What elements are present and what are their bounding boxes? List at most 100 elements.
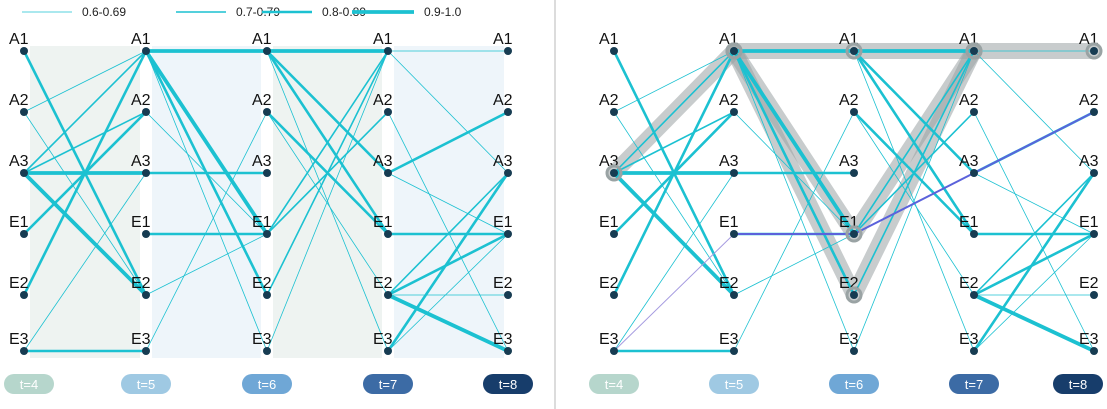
edge-t2-4-0 — [853, 50, 975, 296]
node-label-t2-1: A2 — [839, 92, 859, 109]
node-t2-4 — [850, 291, 858, 299]
node-t1-5 — [730, 347, 738, 355]
node-t4-4 — [504, 291, 512, 299]
node-t3-0 — [384, 47, 392, 55]
node-t4-2 — [504, 169, 512, 177]
node-t4-2 — [1090, 169, 1098, 177]
node-t2-3 — [850, 230, 858, 238]
node-t1-4 — [730, 291, 738, 299]
node-label-t3-5: E3 — [373, 331, 393, 348]
node-t1-5 — [142, 347, 150, 355]
edge-t1-0-5 — [145, 50, 268, 352]
node-label-t1-2: A3 — [131, 153, 151, 170]
node-label-t2-5: E3 — [839, 331, 859, 348]
edge-t0-2-1 — [23, 111, 147, 174]
node-t3-0 — [970, 47, 978, 55]
time-badge-label-4: t=8 — [1069, 377, 1087, 392]
node-label-t3-1: A2 — [959, 92, 979, 109]
node-t1-4 — [142, 291, 150, 299]
edge-t3-1-5 — [387, 111, 509, 352]
node-ring — [1085, 42, 1103, 60]
edge-t2-4-0 — [266, 50, 389, 296]
node-label-t3-2: A3 — [373, 153, 393, 170]
node-t0-3 — [610, 230, 618, 238]
node-ring — [725, 42, 743, 60]
node-t0-0 — [610, 47, 618, 55]
node-label-t4-1: A2 — [493, 92, 513, 109]
edge-t2-3-0 — [266, 50, 389, 235]
node-label-t0-4: E2 — [9, 275, 29, 292]
node-label-t0-5: E3 — [9, 331, 29, 348]
node-ring — [605, 164, 623, 182]
node-t3-2 — [384, 169, 392, 177]
edge-t0-2-4 — [612, 171, 736, 297]
legend-label-0: 0.6-0.69 — [82, 5, 126, 19]
legend-label-3: 0.9-1.0 — [424, 5, 462, 19]
edge-t3-4-3 — [386, 232, 510, 297]
node-label-t2-4: E2 — [252, 275, 272, 292]
path-purple-4 — [613, 233, 735, 352]
edge-t3-4-2 — [387, 172, 509, 296]
edge-t3-0-2 — [387, 50, 509, 174]
node-t1-0 — [142, 47, 150, 55]
node-t4-5 — [1090, 347, 1098, 355]
node-label-t0-1: A2 — [599, 92, 619, 109]
edges — [22, 49, 510, 353]
node-label-t2-3: E1 — [252, 214, 272, 231]
node-label-t4-3: E1 — [493, 214, 513, 231]
node-label-t1-5: E3 — [131, 331, 151, 348]
edge-t0-2-1 — [613, 111, 735, 174]
node-t3-5 — [384, 347, 392, 355]
node-label-t3-4: E2 — [373, 275, 393, 292]
node-label-t1-1: A2 — [719, 92, 739, 109]
edge-t1-0-3 — [144, 49, 269, 236]
edge-t3-0-2 — [973, 50, 1095, 174]
time-badge-label-3: t=7 — [965, 377, 983, 392]
nodes: A1A2A3E1E2E3A1A2A3E1E2E3A1A2A3E1E2E3A1A2… — [9, 31, 513, 355]
node-t0-4 — [610, 291, 618, 299]
node-label-t4-4: E2 — [1079, 275, 1099, 292]
node-label-t2-1: A2 — [252, 92, 272, 109]
node-label-t3-5: E3 — [959, 331, 979, 348]
node-label-t4-2: A3 — [493, 153, 513, 170]
edge-t3-5-3 — [973, 233, 1095, 352]
edge-t1-5-1 — [145, 111, 268, 352]
node-label-t1-1: A2 — [131, 92, 151, 109]
edge-t3-2-1 — [386, 110, 510, 175]
time-badge-0 — [589, 374, 639, 394]
node-label-t3-2: A3 — [959, 153, 979, 170]
panel-0: A1A2A3E1E2E3A1A2A3E1E2E3A1A2A3E1E2E3A1A2… — [4, 31, 533, 394]
edge-t3-2-3 — [973, 172, 1095, 235]
node-t1-1 — [730, 108, 738, 116]
node-label-t0-0: A1 — [9, 31, 29, 48]
time-badge-1 — [709, 374, 759, 394]
time-badge-2 — [829, 374, 879, 394]
time-badge-1 — [121, 374, 171, 394]
node-label-t2-5: E3 — [252, 331, 272, 348]
node-t2-2 — [263, 169, 271, 177]
node-label-t3-1: A2 — [373, 92, 393, 109]
node-ring — [845, 42, 863, 60]
node-t2-4 — [263, 291, 271, 299]
node-label-t3-0: A1 — [373, 31, 393, 48]
node-t3-2 — [970, 169, 978, 177]
node-t3-1 — [384, 108, 392, 116]
time-badge-3 — [363, 374, 413, 394]
node-t0-1 — [610, 108, 618, 116]
node-label-t0-1: A2 — [9, 92, 29, 109]
node-label-t1-3: E1 — [131, 214, 151, 231]
edge-t1-5-1 — [733, 111, 855, 352]
edge-t2-0-2 — [852, 49, 976, 175]
node-t3-3 — [970, 230, 978, 238]
edge-t0-4-0 — [612, 49, 736, 297]
node-t4-0 — [1090, 47, 1098, 55]
edge-t0-1-4 — [613, 111, 735, 296]
time-badge-label-0: t=4 — [20, 377, 38, 392]
node-t4-0 — [504, 47, 512, 55]
time-badge-label-3: t=7 — [379, 377, 397, 392]
node-t2-5 — [850, 347, 858, 355]
time-badge-label-2: t=6 — [258, 377, 276, 392]
node-label-t0-5: E3 — [599, 331, 619, 348]
time-badge-label-1: t=5 — [137, 377, 155, 392]
edge-t0-5-2 — [23, 172, 147, 352]
